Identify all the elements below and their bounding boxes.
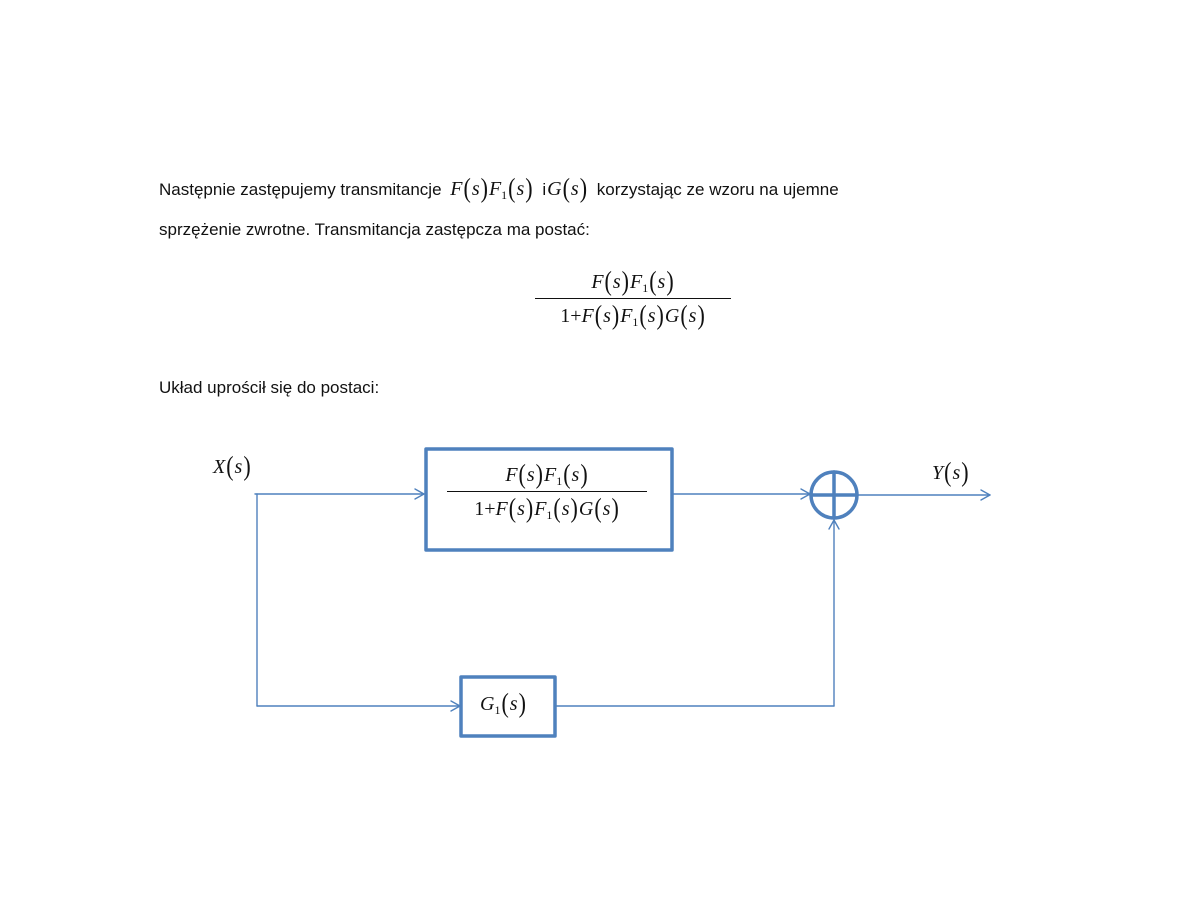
arrowhead-to-main-block <box>414 488 425 500</box>
formula-denominator: 1+F(s)F1(s)G(s) <box>560 298 705 330</box>
text-line1-before: Następnie zastępujemy transmitancje <box>159 180 442 199</box>
equivalent-transfer-function: F(s)F1(s) 1+F(s)F1(s)G(s) <box>535 264 731 330</box>
inline-formula-g: G(s) <box>547 171 588 203</box>
output-label-y: Y(s) <box>932 455 969 487</box>
paragraph-line-2: sprzężenie zwrotne. Transmitancja zastęp… <box>159 220 590 239</box>
block-fraction-bar <box>447 491 647 492</box>
text-line1-after: korzystając ze wzoru na ujemne <box>596 180 839 199</box>
g1-block-label: G1(s) <box>480 686 526 718</box>
text-line1-mid: i <box>542 180 547 199</box>
arrowhead-up-to-junction <box>828 519 840 530</box>
input-label-x: X(s) <box>213 449 251 481</box>
main-block-formula: F(s)F1(s) 1+F(s)F1(s)G(s) <box>447 457 647 523</box>
main-transfer-block <box>424 447 674 552</box>
inline-formula-f-f1: F(s)F1(s) <box>450 171 533 203</box>
paragraph-line-3: Układ uprościł się do postaci: <box>159 378 380 397</box>
formula-numerator: F(s)F1(s) <box>591 264 674 296</box>
block-formula-numerator: F(s)F1(s) <box>505 457 588 489</box>
output-arrowhead <box>980 489 991 501</box>
fraction-bar <box>535 298 731 299</box>
block-formula-denominator: 1+F(s)F1(s)G(s) <box>474 491 619 523</box>
paragraph-line-1: Następnie zastępujemy transmitancje F(s)… <box>159 171 839 203</box>
